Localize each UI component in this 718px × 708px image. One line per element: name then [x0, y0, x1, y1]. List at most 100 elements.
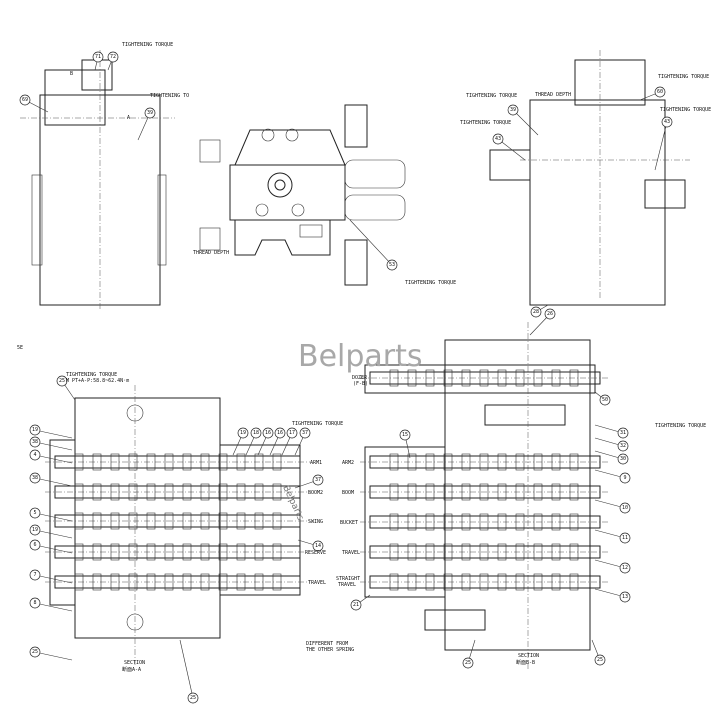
spool-row	[360, 453, 610, 471]
svg-text:8: 8	[33, 600, 36, 606]
svg-text:15: 15	[402, 432, 408, 438]
callout-26: 26	[529, 308, 556, 336]
svg-text:16: 16	[277, 430, 283, 436]
callout-50: 50	[594, 391, 611, 406]
callout-8: 8	[29, 597, 73, 612]
note-tightening-torque: TIGHTENING TORQUE	[405, 280, 456, 286]
watermark: Belparts	[298, 339, 423, 374]
svg-text:38: 38	[32, 439, 38, 445]
svg-text:72: 72	[110, 54, 116, 60]
spool-label-bucket: BUCKET	[340, 520, 358, 526]
note-tightening-torque: TIGHTENING TORQUE	[466, 93, 517, 99]
spool-label-straight-travel: TRAVEL	[338, 582, 356, 588]
torque-note-b: TIGHTENING TORQUE	[655, 423, 706, 429]
callout-19: 19	[232, 427, 249, 456]
svg-text:25: 25	[32, 649, 38, 655]
callout-43: 43	[492, 133, 526, 161]
callout-72: 72	[107, 51, 119, 71]
svg-text:9: 9	[623, 475, 626, 481]
svg-text:19: 19	[32, 527, 38, 533]
callout-39: 39	[507, 104, 539, 136]
callout-4: 4	[29, 449, 73, 464]
svg-text:71: 71	[95, 54, 101, 60]
callout-53: 53	[349, 219, 398, 271]
svg-text:43: 43	[495, 136, 501, 142]
svg-text:39: 39	[147, 110, 153, 116]
svg-text:25: 25	[190, 695, 196, 701]
spool-label-travel: TRAVEL	[308, 580, 326, 586]
svg-text:17: 17	[289, 430, 295, 436]
section-b-title: SECTION	[518, 653, 539, 659]
note-thread-depth: THREAD DEPTH	[193, 250, 229, 256]
spool-row	[360, 573, 610, 591]
svg-text:37: 37	[315, 477, 321, 483]
section-a-a-body	[49, 385, 301, 665]
spool-label-straight: STRAIGHT	[336, 576, 360, 582]
callout-37: 37	[294, 474, 324, 489]
svg-text:19: 19	[32, 427, 38, 433]
svg-text:60: 60	[657, 89, 663, 95]
spool-travel	[45, 573, 310, 591]
svg-text:10: 10	[622, 505, 628, 511]
svg-text:4: 4	[33, 452, 36, 458]
callout-38: 38	[29, 472, 73, 487]
svg-text:21: 21	[353, 602, 359, 608]
top-left-view	[20, 50, 175, 310]
svg-text:30: 30	[620, 456, 626, 462]
callout-17: 17	[281, 427, 298, 456]
watermark-diagonal: Belparts	[280, 484, 305, 522]
svg-text:14: 14	[315, 543, 321, 549]
callout-25: 25	[56, 375, 76, 401]
svg-text:18: 18	[253, 430, 259, 436]
callout-37: 37	[294, 427, 311, 456]
svg-text:11: 11	[622, 535, 628, 541]
spool-arm1	[45, 453, 310, 471]
section-a-spools	[45, 453, 310, 591]
callout-16: 16	[269, 427, 286, 456]
spool-swing	[45, 512, 310, 530]
spool-row	[360, 483, 610, 501]
svg-text:43: 43	[664, 119, 670, 125]
callout-15: 15	[399, 429, 411, 459]
svg-text:31: 31	[620, 430, 626, 436]
callout-32: 32	[594, 437, 629, 452]
callout-9: 9	[594, 469, 631, 484]
spool-label-arm2: ARM2	[342, 460, 354, 466]
torque-value: M PT+A-P:58.8~62.4N·m	[66, 378, 129, 384]
svg-text:28: 28	[533, 309, 539, 315]
callout-25: 25	[462, 639, 476, 669]
svg-text:25: 25	[59, 378, 65, 384]
dozer-sub: (F-B)	[353, 381, 368, 387]
spool-label-boom: BOOM	[342, 490, 354, 496]
svg-text:16: 16	[265, 430, 271, 436]
callout-25: 25	[591, 639, 606, 666]
note-tightening-torque: TIGHTENING TORQUE	[122, 42, 173, 48]
callout-18: 18	[245, 427, 262, 456]
callout-10: 10	[594, 499, 631, 514]
torque-note: TIGHTENING TORQUE	[66, 372, 117, 378]
note-thread-depth: THREAD DEPTH	[535, 92, 571, 98]
spool-row	[360, 513, 610, 531]
callout-11: 11	[594, 529, 631, 544]
top-middle-view	[199, 104, 406, 286]
spool-dozer	[360, 369, 610, 387]
spool-label-arm1: ARM1	[310, 460, 322, 466]
callout-25: 25	[29, 646, 73, 661]
svg-text:39: 39	[510, 107, 516, 113]
callout-69: 69	[19, 94, 49, 113]
spool-label-reserve: RESERVE	[305, 550, 326, 556]
callout-71: 71	[92, 51, 104, 71]
spool-row	[360, 543, 610, 561]
callout-25: 25	[179, 639, 199, 704]
callout-19: 19	[29, 524, 73, 539]
spring-note-2: THE OTHER SPRING	[306, 647, 354, 653]
section-b-b-body	[364, 322, 596, 670]
callout-31: 31	[594, 424, 629, 439]
svg-text:38: 38	[32, 475, 38, 481]
spool-label-travel: TRAVEL	[342, 550, 360, 556]
section-a-title: SECTION	[124, 660, 145, 666]
callout-16: 16	[257, 427, 274, 456]
spool-reserve	[45, 543, 310, 561]
